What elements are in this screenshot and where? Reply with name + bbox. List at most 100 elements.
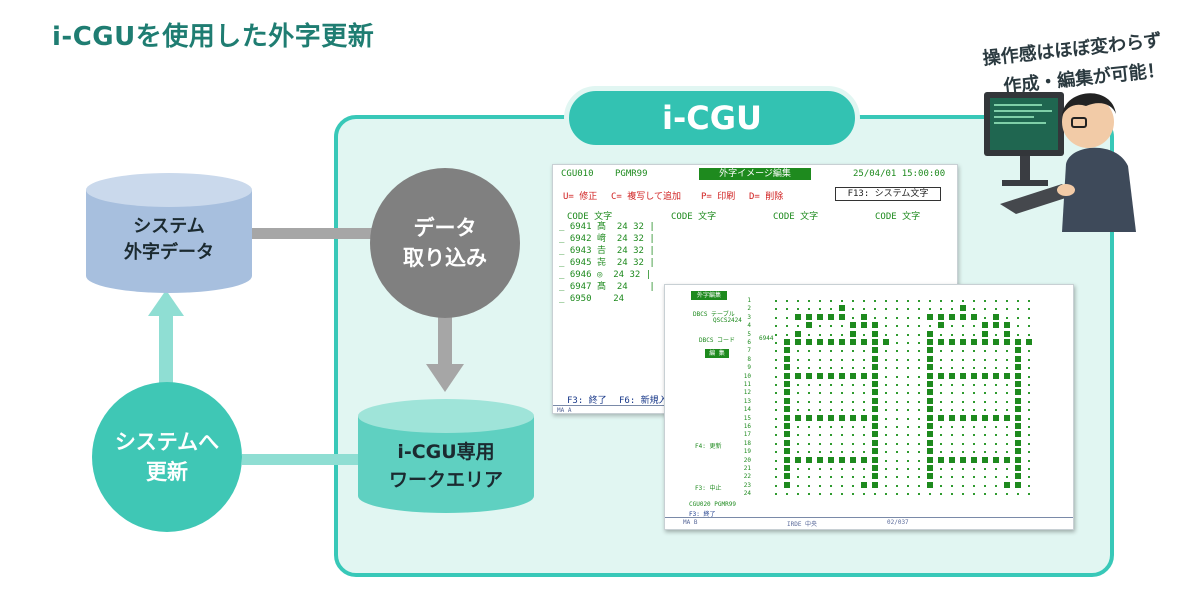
grid-cell-off[interactable] <box>830 476 832 479</box>
grid-cell-off[interactable] <box>907 442 909 445</box>
grid-cell-on[interactable] <box>927 431 933 438</box>
grid-cell-on[interactable] <box>971 339 977 345</box>
grid-cell-on[interactable] <box>1004 456 1010 463</box>
grid-cell-off[interactable] <box>1006 451 1008 454</box>
grid-cell-off[interactable] <box>907 417 909 420</box>
grid-cell-off[interactable] <box>874 308 876 311</box>
grid-cell-off[interactable] <box>962 493 964 496</box>
grid-cell-off[interactable] <box>830 392 832 395</box>
grid-cell-on[interactable] <box>927 481 933 488</box>
grid-cell-on[interactable] <box>872 322 878 329</box>
grid-cell-on[interactable] <box>872 406 878 413</box>
grid-cell-off[interactable] <box>885 308 887 311</box>
grid-cell-off[interactable] <box>819 426 821 428</box>
grid-cell-on[interactable] <box>927 465 933 471</box>
grid-cell-off[interactable] <box>907 316 909 319</box>
grid-cell-on[interactable] <box>828 313 834 320</box>
grid-cell-off[interactable] <box>995 392 997 395</box>
grid-cell-off[interactable] <box>863 451 865 454</box>
grid-cell-off[interactable] <box>940 384 942 386</box>
grid-cell-off[interactable] <box>841 451 843 454</box>
grid-cell-off[interactable] <box>863 409 865 412</box>
grid-cell-off[interactable] <box>819 384 821 386</box>
grid-cell-off[interactable] <box>885 409 887 412</box>
grid-cell-on[interactable] <box>938 313 944 320</box>
grid-cell-on[interactable] <box>927 339 933 345</box>
grid-cell-off[interactable] <box>874 316 876 319</box>
grid-cell-on[interactable] <box>927 439 933 446</box>
grid-cell-on[interactable] <box>850 456 856 463</box>
grid-cell-off[interactable] <box>1017 316 1019 319</box>
grid-cell-off[interactable] <box>940 484 942 487</box>
grid-cell-off[interactable] <box>973 350 975 353</box>
grid-cell-off[interactable] <box>1006 300 1008 302</box>
grid-cell-off[interactable] <box>940 300 942 302</box>
grid-cell-on[interactable] <box>872 355 878 362</box>
grid-cell-off[interactable] <box>775 484 777 487</box>
grid-cell-off[interactable] <box>863 493 865 496</box>
grid-cell-off[interactable] <box>907 300 909 302</box>
grid-cell-off[interactable] <box>885 468 887 470</box>
grid-cell-off[interactable] <box>929 300 931 302</box>
grid-cell-off[interactable] <box>775 316 777 319</box>
grid-cell-off[interactable] <box>962 434 964 437</box>
grid-cell-off[interactable] <box>1006 442 1008 445</box>
grid-cell-on[interactable] <box>1015 414 1021 421</box>
grid-cell-off[interactable] <box>841 384 843 386</box>
grid-cell-off[interactable] <box>984 316 986 319</box>
grid-cell-off[interactable] <box>830 367 832 370</box>
grid-cell-on[interactable] <box>1015 481 1021 488</box>
grid-cell-off[interactable] <box>1017 308 1019 311</box>
grid-cell-off[interactable] <box>852 442 854 445</box>
grid-cell-off[interactable] <box>841 350 843 353</box>
grid-cell-off[interactable] <box>775 409 777 412</box>
grid-cell-off[interactable] <box>907 459 909 462</box>
grid-cell-off[interactable] <box>830 358 832 361</box>
grid-cell-off[interactable] <box>940 333 942 336</box>
grid-cell-off[interactable] <box>984 308 986 311</box>
grid-cell-off[interactable] <box>995 400 997 403</box>
grid-cell-off[interactable] <box>797 476 799 479</box>
grid-cell-off[interactable] <box>940 434 942 437</box>
grid-cell-off[interactable] <box>962 400 964 403</box>
grid-cell-off[interactable] <box>896 325 898 328</box>
grid-cell-on[interactable] <box>839 372 845 379</box>
grid-cell-off[interactable] <box>951 400 953 403</box>
grid-cell-off[interactable] <box>995 308 997 311</box>
grid-cell-off[interactable] <box>1017 493 1019 496</box>
grid-cell-on[interactable] <box>1015 473 1021 480</box>
grid-cell-off[interactable] <box>951 442 953 445</box>
grid-cell-on[interactable] <box>872 364 878 371</box>
grid-cell-off[interactable] <box>819 325 821 328</box>
grid-cell-off[interactable] <box>918 484 920 487</box>
grid-cell-off[interactable] <box>962 484 964 487</box>
glyph-dot-grid[interactable] <box>773 297 1045 497</box>
grid-cell-on[interactable] <box>938 372 944 379</box>
grid-cell-off[interactable] <box>951 476 953 479</box>
grid-cell-off[interactable] <box>940 350 942 353</box>
grid-cell-off[interactable] <box>907 333 909 336</box>
grid-cell-off[interactable] <box>962 476 964 479</box>
grid-cell-on[interactable] <box>1015 381 1021 387</box>
grid-cell-on[interactable] <box>784 456 790 463</box>
grid-cell-off[interactable] <box>863 442 865 445</box>
grid-cell-on[interactable] <box>872 439 878 446</box>
grid-cell-off[interactable] <box>1006 350 1008 353</box>
grid-cell-off[interactable] <box>918 417 920 420</box>
grid-cell-off[interactable] <box>984 358 986 361</box>
grid-cell-on[interactable] <box>806 372 812 379</box>
grid-cell-off[interactable] <box>973 468 975 470</box>
grid-cell-on[interactable] <box>971 313 977 320</box>
grid-cell-on[interactable] <box>927 397 933 404</box>
cmd-modify[interactable]: U= 修正 <box>563 192 598 202</box>
grid-cell-off[interactable] <box>786 325 788 328</box>
grid-cell-off[interactable] <box>896 484 898 487</box>
grid-cell-off[interactable] <box>940 451 942 454</box>
grid-cell-on[interactable] <box>1004 322 1010 329</box>
grid-cell-off[interactable] <box>929 493 931 496</box>
grid-cell-off[interactable] <box>907 325 909 328</box>
grid-cell-on[interactable] <box>1004 372 1010 379</box>
grid-cell-off[interactable] <box>951 358 953 361</box>
grid-cell-off[interactable] <box>1006 468 1008 470</box>
grid-cell-off[interactable] <box>819 451 821 454</box>
